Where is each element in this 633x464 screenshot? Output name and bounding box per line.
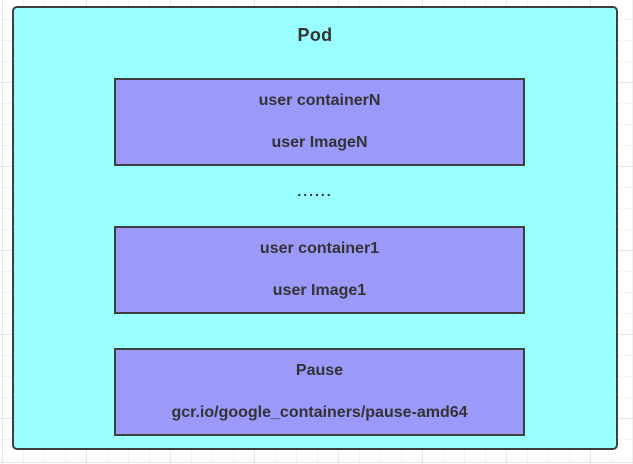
container-image-label: user Image1 <box>272 282 367 299</box>
pod-title: Pod <box>297 25 333 45</box>
ellipsis-label: ...... <box>297 183 333 199</box>
container-name-label: user container1 <box>259 240 380 257</box>
container-image-label: gcr.io/google_containers/pause-amd64 <box>171 404 468 421</box>
container-image-label: user ImageN <box>271 134 368 151</box>
container-node-1: user container1 user Image1 <box>114 226 525 314</box>
container-name-label: user containerN <box>258 92 381 109</box>
container-name-label: Pause <box>295 362 344 379</box>
pod-group: Pod user containerN user ImageN ...... u… <box>12 6 618 450</box>
container-node-n: user containerN user ImageN <box>114 78 525 166</box>
container-node-pause: Pause gcr.io/google_containers/pause-amd… <box>114 348 525 436</box>
